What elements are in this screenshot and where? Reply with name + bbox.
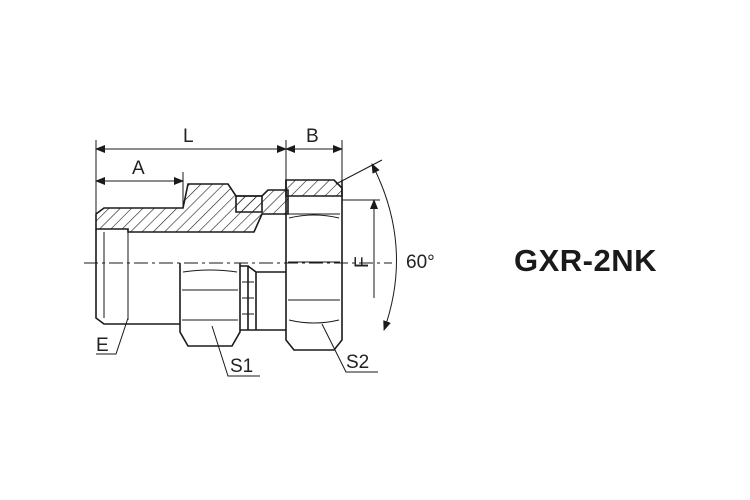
- hex-s1-chamfer: [182, 269, 238, 273]
- angle-ref-line: [335, 159, 383, 185]
- thread-body-outline: [95, 229, 180, 325]
- nut-s2-outline: [285, 180, 343, 351]
- dim-s1-label: S1: [230, 356, 253, 377]
- angle-label: 60°: [406, 252, 435, 273]
- dim-l-label: L: [183, 126, 194, 147]
- leader-s2: [321, 323, 378, 373]
- hatched-section-nut: [285, 179, 343, 197]
- hatched-seal: [235, 195, 263, 213]
- leader-e: [96, 317, 129, 355]
- dim-e-label: E: [96, 335, 109, 356]
- dim-f-label: F: [352, 256, 373, 268]
- nut-s2-chamfer-bot: [288, 319, 340, 324]
- leader-s1: [211, 325, 260, 377]
- model-number: GXR-2NK: [514, 243, 658, 278]
- dim-a-label: A: [132, 158, 145, 179]
- nut-s2-chamfer-top: [288, 214, 340, 219]
- hex-s1-outline: [179, 263, 241, 347]
- dim-s2-label: S2: [346, 352, 369, 373]
- angle-arc: [371, 163, 397, 331]
- dim-b-label: B: [306, 126, 319, 147]
